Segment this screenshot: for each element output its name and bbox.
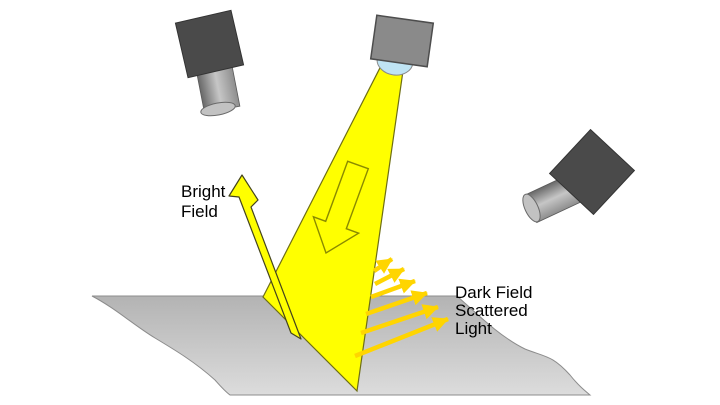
camera-icon (174, 9, 245, 117)
dark-field-label: Dark Field Scattered Light (455, 283, 533, 338)
bright-field-label: Bright Field (181, 182, 226, 221)
down-arrow-icon (312, 160, 370, 255)
up-left-arrow-icon (228, 174, 302, 340)
camera-icon (522, 128, 636, 224)
light-source-icon (369, 14, 435, 76)
scatter-arrows-icon (354, 257, 449, 359)
